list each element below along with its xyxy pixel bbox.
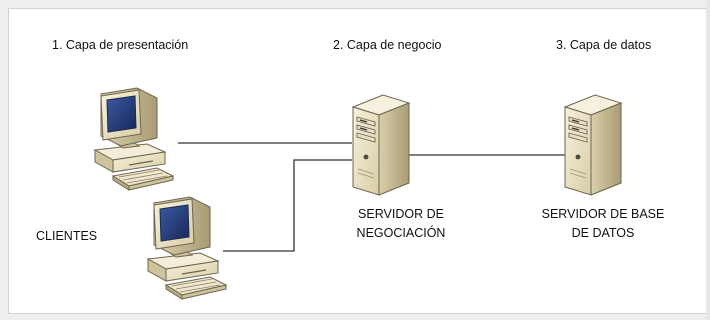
layer-data-label: 3. Capa de datos (556, 38, 652, 52)
computer-icon (147, 196, 227, 300)
db-server-label-line1: SERVIDOR DE BASE (541, 207, 665, 221)
link-client2-business (223, 159, 352, 252)
computer-icon (94, 87, 174, 191)
business-server-label: SERVIDOR DE NEGOCIACIÓN (336, 205, 466, 243)
db-server-label: SERVIDOR DE BASE DE DATOS (528, 205, 678, 243)
server-icon (352, 94, 410, 196)
layer-business-label: 2. Capa de negocio (333, 38, 442, 52)
layer-presentation-label: 1. Capa de presentación (52, 38, 189, 52)
business-server-label-line2: NEGOCIACIÓN (356, 226, 446, 240)
scroll-edge (706, 0, 710, 320)
clients-label: CLIENTES (36, 229, 98, 243)
db-server-label-line2: DE DATOS (571, 226, 635, 240)
server-icon (564, 94, 622, 196)
business-server-label-line1: SERVIDOR DE (358, 207, 444, 221)
